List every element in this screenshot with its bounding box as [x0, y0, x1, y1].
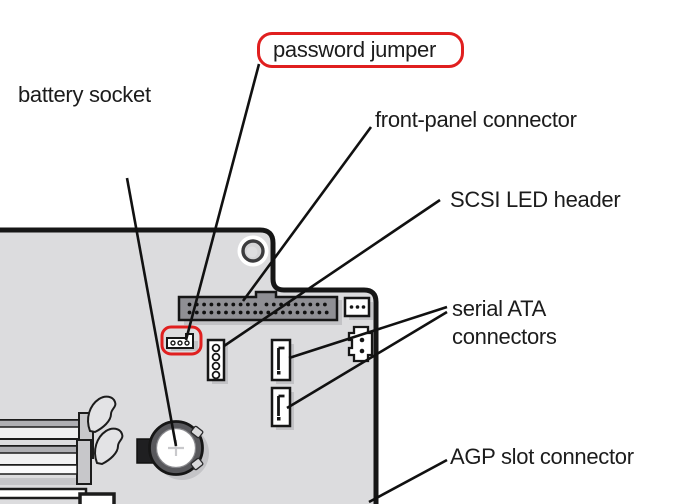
- battery: [136, 420, 209, 480]
- leader-front-panel: [241, 126, 373, 302]
- three-pin-connector: [343, 296, 373, 320]
- mounting-hole: [237, 235, 269, 267]
- battery-clip-notch: [190, 425, 204, 439]
- battery-clip-notch: [190, 457, 204, 471]
- ejector-lever: [94, 427, 124, 466]
- scsi-led-header-component: [206, 338, 228, 384]
- leader-sata-1: [288, 305, 448, 360]
- label-password-jumper: password jumper: [273, 37, 437, 62]
- label-serial-ata-line2: connectors: [452, 324, 557, 349]
- label-battery-socket: battery socket: [18, 82, 151, 107]
- password-jumper-highlight: [160, 325, 203, 356]
- memory-slots: [0, 395, 124, 504]
- label-agp-slot-connector: AGP slot connector: [450, 444, 634, 469]
- label-scsi-led-header: SCSI LED header: [450, 187, 621, 212]
- leader-lines: [125, 63, 448, 504]
- label-serial-ata-connectors: serial ATA connectors: [452, 295, 557, 351]
- leader-battery-socket: [125, 177, 178, 447]
- label-serial-ata-line1: serial ATA: [452, 296, 546, 321]
- label-password-jumper-highlighted: password jumper: [257, 32, 464, 68]
- sata-connector-2: [270, 386, 294, 430]
- label-front-panel-connector: front-panel connector: [375, 107, 577, 132]
- connector-pins: [187, 302, 329, 315]
- bottom-connector: [78, 492, 116, 504]
- leader-scsi-led: [223, 198, 441, 348]
- leader-sata-2: [286, 310, 448, 410]
- slot-end-post: [76, 439, 92, 485]
- ejector-lever: [87, 395, 117, 434]
- leader-agp: [368, 458, 448, 504]
- leader-password-jumper: [184, 63, 261, 341]
- sata-connector-1: [270, 338, 294, 384]
